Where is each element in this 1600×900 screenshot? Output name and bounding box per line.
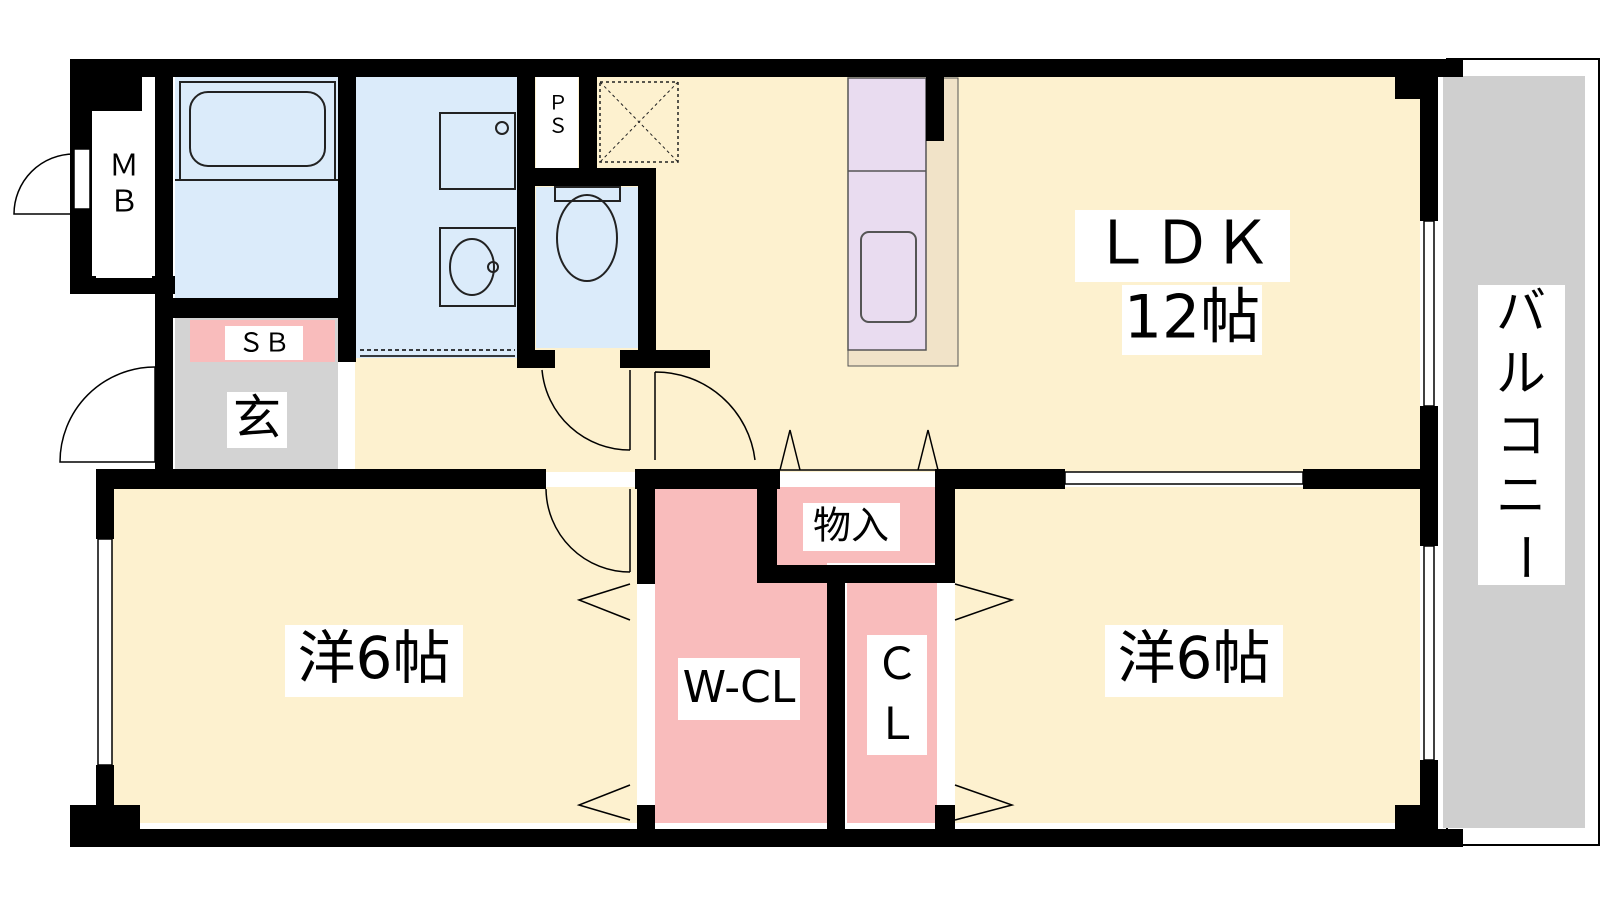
mb-door-panel	[73, 148, 91, 210]
walls	[70, 59, 1463, 847]
sliding-window-ldk-bedroom	[1064, 471, 1304, 485]
doors	[13, 153, 1015, 821]
fixtures	[175, 81, 679, 307]
meter-box-label-m: Ｍ	[109, 149, 139, 184]
storage-door	[779, 429, 939, 471]
balcony-label-2: ル	[1496, 345, 1546, 403]
window-bedroom-left	[97, 538, 113, 766]
labels: ＬＤＫ 12帖 洋6帖 洋6帖 W-CL Ｃ Ｌ 物入 玄 ＳＢ Ｍ Ｂ Ｐ Ｓ	[96, 91, 1565, 755]
cl-door	[954, 583, 1015, 821]
fridge-space	[599, 81, 679, 163]
vanity-sink	[439, 227, 516, 307]
balcony	[1443, 58, 1600, 846]
shoe-box-label: ＳＢ	[238, 329, 290, 359]
wcl-door	[576, 583, 631, 821]
toilet-bowl	[554, 186, 621, 282]
balcony-label-3: コ	[1496, 407, 1546, 465]
balcony-label-1: バ	[1496, 283, 1546, 341]
pipe-space-label-p: Ｐ	[548, 91, 568, 115]
entrance-label: 玄	[233, 390, 281, 446]
storage-label: 物入	[813, 504, 889, 548]
balcony-label-4: ニ	[1496, 467, 1546, 525]
kitchen-counter	[847, 77, 959, 367]
washing-machine-pan	[439, 112, 516, 190]
mb-door	[13, 153, 75, 215]
balcony-label-5: ー	[1496, 532, 1554, 582]
ldk-size-label: 12帖	[1124, 283, 1260, 353]
western-left-label: 洋6帖	[298, 624, 451, 692]
pipe-space-label-s: Ｓ	[548, 114, 568, 138]
ldk-door	[654, 371, 756, 461]
walk-in-closet-label: W-CL	[683, 662, 796, 713]
meter-box-label-b: Ｂ	[109, 185, 139, 220]
windows	[73, 148, 1435, 766]
toilet-door	[541, 369, 631, 451]
closet-label-l: Ｌ	[875, 699, 919, 750]
window-bedroom-right	[1423, 545, 1435, 761]
bedroom-left-door	[545, 488, 631, 573]
entrance-door	[59, 366, 156, 463]
western-right-label: 洋6帖	[1118, 624, 1271, 692]
window-ldk	[1423, 220, 1435, 407]
closet-label-c: Ｃ	[875, 639, 919, 690]
ldk-name-label: ＬＤＫ	[1092, 209, 1272, 279]
